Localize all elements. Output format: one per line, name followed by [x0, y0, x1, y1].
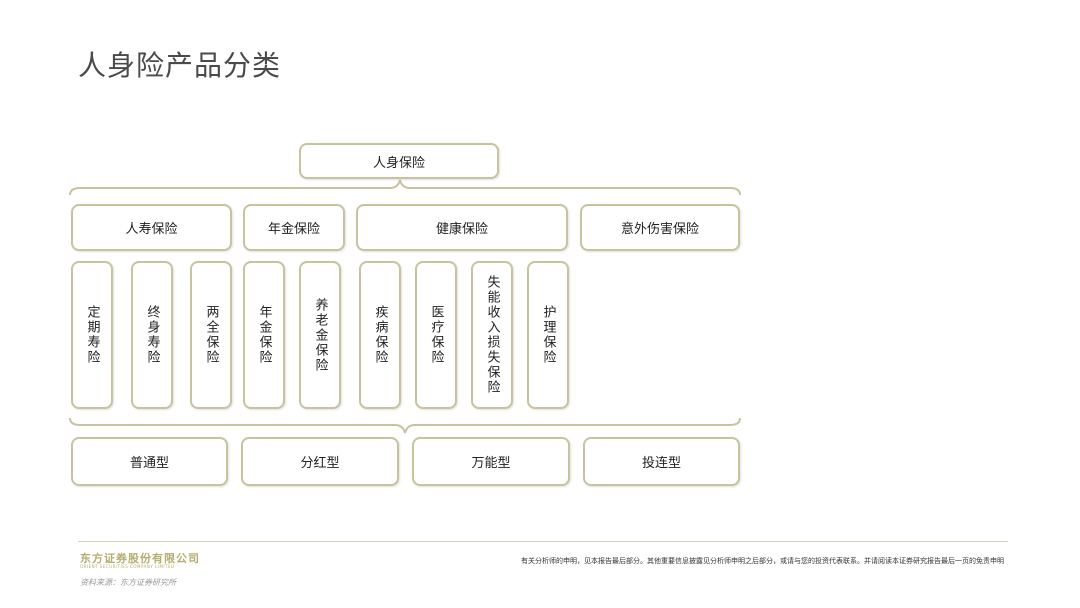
bottom-brace	[69, 417, 741, 434]
category-label: 人寿保险	[125, 222, 178, 237]
product-disability-income: 失能收入损失保险	[471, 261, 513, 409]
category-annuity: 年金保险	[243, 204, 345, 251]
product-nursing: 护理保险	[527, 261, 569, 409]
footer-divider	[78, 541, 1008, 542]
type-participating: 分红型	[241, 437, 399, 486]
source-text: 资料来源：东方证券研究所	[80, 578, 176, 587]
type-investment-linked: 投连型	[583, 437, 740, 486]
product-whole-life: 终身寿险	[131, 261, 173, 409]
type-label: 分红型	[300, 456, 340, 471]
disclaimer-text: 有关分析师的申明，见本报告最后部分。其他重要信息披露见分析师申明之后部分，或请与…	[521, 557, 1004, 565]
type-ordinary: 普通型	[71, 437, 228, 486]
company-logo-cn: 东方证券股份有限公司	[80, 552, 200, 565]
type-universal: 万能型	[412, 437, 570, 486]
company-logo-en: ORIENT SECURITIES COMPANY LIMITED	[80, 564, 175, 569]
product-medical: 医疗保险	[415, 261, 457, 409]
product-annuity: 年金保险	[243, 261, 285, 409]
product-endowment: 两全保险	[190, 261, 232, 409]
product-term-life: 定期寿险	[71, 261, 113, 409]
product-label: 年金保险	[256, 305, 272, 365]
product-label: 终身寿险	[144, 305, 160, 365]
product-pension: 养老金保险	[299, 261, 341, 409]
product-label: 养老金保险	[312, 297, 328, 373]
category-accident: 意外伤害保险	[580, 204, 740, 251]
product-disease: 疾病保险	[359, 261, 401, 409]
root-box: 人身保险	[299, 143, 499, 179]
page-title: 人身险产品分类	[78, 49, 282, 82]
category-label: 年金保险	[267, 222, 320, 237]
product-label: 护理保险	[540, 305, 556, 365]
category-label: 意外伤害保险	[620, 222, 699, 237]
product-label: 失能收入损失保险	[484, 275, 500, 395]
top-brace	[69, 179, 741, 196]
product-label: 两全保险	[203, 305, 219, 365]
type-label: 万能型	[471, 456, 511, 471]
product-label: 医疗保险	[428, 305, 444, 365]
category-life: 人寿保险	[71, 204, 232, 251]
product-label: 定期寿险	[84, 305, 100, 365]
category-label: 健康保险	[435, 222, 488, 237]
category-health: 健康保险	[356, 204, 568, 251]
root-label: 人身保险	[372, 155, 425, 171]
product-label: 疾病保险	[372, 305, 388, 365]
type-label: 投连型	[641, 456, 681, 471]
type-label: 普通型	[129, 456, 169, 471]
